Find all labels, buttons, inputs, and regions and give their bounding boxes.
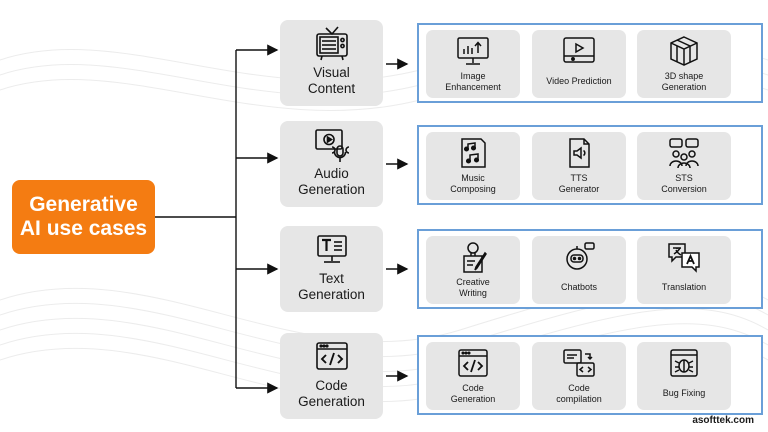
footer-domain: asofttek.com <box>692 415 754 426</box>
people-chat-icon <box>669 138 699 169</box>
use-case-label: Music Composing <box>450 173 496 194</box>
category-label: Code Generation <box>298 378 365 409</box>
category-label: Text Generation <box>298 271 365 302</box>
category-visual-content: Visual Content <box>280 20 383 106</box>
category-audio-generation: Audio Generation <box>280 121 383 207</box>
use-case-label: STS Conversion <box>661 173 707 194</box>
use-case-translation: Translation <box>637 236 731 304</box>
use-case-label: Image Enhancement <box>445 71 501 92</box>
use-case-bug-fixing: Bug Fixing <box>637 342 731 410</box>
compile-windows-icon <box>563 349 595 377</box>
speaker-file-icon <box>569 138 590 168</box>
tv-icon <box>315 26 348 61</box>
code-window-icon <box>458 349 488 377</box>
monitor-microphone-icon <box>314 129 349 162</box>
text-screen-icon <box>316 235 347 263</box>
bug-browser-icon <box>670 349 698 377</box>
category-text-generation: Text Generation <box>280 226 383 312</box>
translate-bubbles-icon <box>668 243 700 273</box>
use-case-tts-generator: TTS Generator <box>532 132 626 200</box>
audio-generation-use-cases: Music Composing TTS Generator STS Conver… <box>417 125 763 205</box>
use-case-image-enhancement: Image Enhancement <box>426 30 520 98</box>
root-node: Generative AI use cases <box>12 180 155 254</box>
lightbulb-pen-icon <box>463 242 487 273</box>
category-label: Audio Generation <box>298 166 365 197</box>
use-case-label: Video Prediction <box>546 76 612 87</box>
use-case-code-generation: Code Generation <box>426 342 520 410</box>
code-generation-use-cases: Code Generation Code compilation Bug Fix… <box>417 335 763 415</box>
use-case-label: TTS Generator <box>558 173 600 194</box>
root-label: Generative AI use cases <box>19 193 148 240</box>
use-case-video-prediction: Video Prediction <box>532 30 626 98</box>
text-generation-use-cases: Creative Writing Chatbots Translation <box>417 229 763 309</box>
category-label: Visual Content <box>307 65 356 96</box>
use-case-chatbots: Chatbots <box>532 236 626 304</box>
use-case-label: Bug Fixing <box>662 388 706 399</box>
use-case-label: Translation <box>661 282 707 293</box>
visual-content-use-cases: Image Enhancement Video Prediction 3D sh… <box>417 23 763 103</box>
use-case-creative-writing: Creative Writing <box>426 236 520 304</box>
robot-chat-icon <box>566 242 595 270</box>
use-case-label: Creative Writing <box>456 277 490 298</box>
use-case-sts-conversion: STS Conversion <box>637 132 731 200</box>
music-sheet-icon <box>461 138 486 168</box>
cube-3d-icon <box>670 36 698 66</box>
use-case-label: Chatbots <box>560 282 598 293</box>
use-case-label: 3D shape Generation <box>661 71 707 92</box>
use-case-music-composing: Music Composing <box>426 132 520 200</box>
code-window-icon <box>315 342 348 370</box>
use-case-3d-shape-generation: 3D shape Generation <box>637 30 731 98</box>
use-case-label: Code Generation <box>450 383 496 404</box>
video-player-icon <box>563 37 595 63</box>
image-enhance-icon <box>457 37 489 65</box>
use-case-code-compilation: Code compilation <box>532 342 626 410</box>
use-case-label: Code compilation <box>556 383 602 404</box>
category-code-generation: Code Generation <box>280 333 383 419</box>
